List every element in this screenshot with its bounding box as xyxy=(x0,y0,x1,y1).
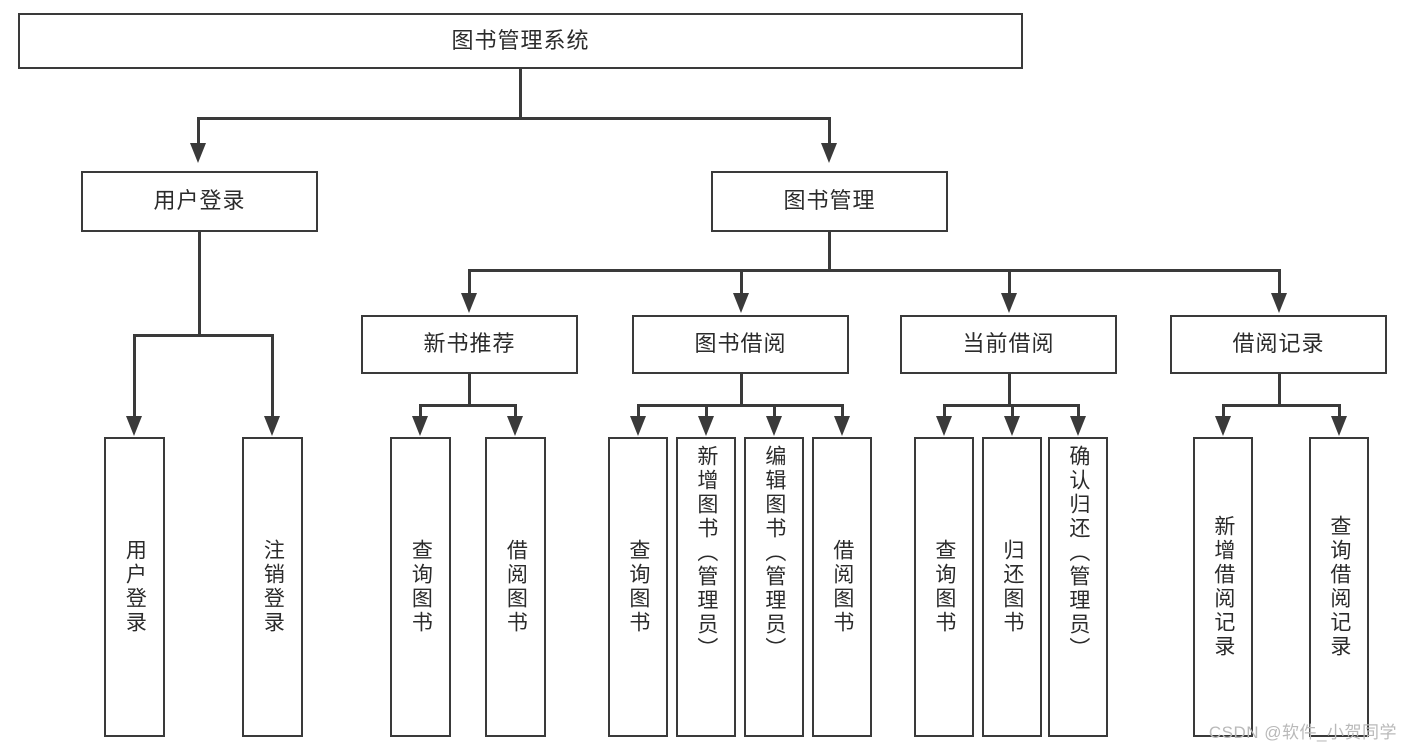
leaf-add-record[interactable]: 新增借阅记录 xyxy=(1193,437,1253,737)
edge-cb-bus xyxy=(943,404,1077,407)
leaf-query-book-2-label: 查询图书 xyxy=(626,539,650,635)
arrow-bb-leaf-3 xyxy=(766,416,782,436)
edge-user-login-drop-1 xyxy=(133,334,136,418)
leaf-query-book-3[interactable]: 查询图书 xyxy=(914,437,974,737)
node-new-book-recommend[interactable]: 新书推荐 xyxy=(361,315,578,374)
leaf-confirm-return-label: 确认归还（管理员） xyxy=(1066,445,1090,661)
edge-user-login-stem xyxy=(198,232,201,335)
watermark: CSDN @软件_小贺同学 xyxy=(1208,723,1397,742)
leaf-add-record-label: 新增借阅记录 xyxy=(1211,515,1235,659)
edge-book-management-stem xyxy=(828,232,831,271)
edge-br-drop-1 xyxy=(1222,404,1225,418)
arrow-root-to-book-management xyxy=(821,143,837,163)
node-current-borrow[interactable]: 当前借阅 xyxy=(900,315,1117,374)
leaf-borrow-book-2[interactable]: 借阅图书 xyxy=(812,437,872,737)
node-user-login-label: 用户登录 xyxy=(153,188,246,214)
edge-bm-drop-3 xyxy=(1008,269,1011,295)
node-new-book-recommend-label: 新书推荐 xyxy=(423,331,516,357)
edge-nbr-drop-2 xyxy=(514,404,517,418)
arrow-cb-leaf-3 xyxy=(1070,416,1086,436)
node-borrow-record[interactable]: 借阅记录 xyxy=(1170,315,1387,374)
leaf-edit-book-label: 编辑图书（管理员） xyxy=(762,445,786,661)
node-book-borrow[interactable]: 图书借阅 xyxy=(632,315,849,374)
edge-cb-drop-1 xyxy=(943,404,946,418)
edge-nbr-stem xyxy=(468,374,471,406)
edge-br-bus xyxy=(1222,404,1340,407)
arrow-nbr-leaf-2 xyxy=(507,416,523,436)
leaf-return-book[interactable]: 归还图书 xyxy=(982,437,1042,737)
leaf-confirm-return[interactable]: 确认归还（管理员） xyxy=(1048,437,1108,737)
node-book-borrow-label: 图书借阅 xyxy=(694,331,787,357)
leaf-user-logout-label: 注销登录 xyxy=(261,539,285,635)
leaf-query-record[interactable]: 查询借阅记录 xyxy=(1309,437,1369,737)
node-user-login[interactable]: 用户登录 xyxy=(81,171,318,232)
leaf-add-book-label: 新增图书（管理员） xyxy=(694,445,718,661)
arrow-nbr-leaf-1 xyxy=(412,416,428,436)
edge-cb-drop-2 xyxy=(1011,404,1014,418)
node-root-label: 图书管理系统 xyxy=(451,27,590,53)
leaf-query-book-1[interactable]: 查询图书 xyxy=(390,437,451,737)
leaf-user-logout[interactable]: 注销登录 xyxy=(242,437,303,737)
edge-nbr-drop-1 xyxy=(419,404,422,418)
edge-bb-drop-4 xyxy=(841,404,844,418)
arrow-user-login-leaf-1 xyxy=(126,416,142,436)
leaf-return-book-label: 归还图书 xyxy=(1000,539,1024,635)
edge-cb-drop-3 xyxy=(1077,404,1080,418)
edge-root-stem xyxy=(519,69,522,119)
leaf-query-book-2[interactable]: 查询图书 xyxy=(608,437,668,737)
edge-bb-drop-3 xyxy=(773,404,776,418)
edge-nbr-bus xyxy=(419,404,517,407)
arrow-cb-leaf-2 xyxy=(1004,416,1020,436)
node-borrow-record-label: 借阅记录 xyxy=(1232,331,1325,357)
arrow-bm-to-borrow-record xyxy=(1271,293,1287,313)
edge-bb-stem xyxy=(740,374,743,406)
leaf-user-login-label: 用户登录 xyxy=(123,539,147,635)
edge-bm-drop-1 xyxy=(468,269,471,295)
arrow-bm-to-new-book-recommend xyxy=(461,293,477,313)
edge-bb-drop-1 xyxy=(637,404,640,418)
leaf-user-login[interactable]: 用户登录 xyxy=(104,437,165,737)
arrow-br-leaf-2 xyxy=(1331,416,1347,436)
edge-book-management-bus xyxy=(468,269,1280,272)
arrow-cb-leaf-1 xyxy=(936,416,952,436)
edge-root-to-book-management xyxy=(828,117,831,145)
arrow-bm-to-current-borrow xyxy=(1001,293,1017,313)
edge-br-stem xyxy=(1278,374,1281,406)
leaf-query-record-label: 查询借阅记录 xyxy=(1327,515,1351,659)
leaf-borrow-book-1-label: 借阅图书 xyxy=(504,539,528,635)
arrow-bb-leaf-1 xyxy=(630,416,646,436)
node-current-borrow-label: 当前借阅 xyxy=(962,331,1055,357)
arrow-user-login-leaf-2 xyxy=(264,416,280,436)
node-root[interactable]: 图书管理系统 xyxy=(18,13,1023,69)
node-book-management-label: 图书管理 xyxy=(783,188,876,214)
edge-cb-stem xyxy=(1008,374,1011,406)
leaf-edit-book[interactable]: 编辑图书（管理员） xyxy=(744,437,804,737)
arrow-root-to-user-login xyxy=(190,143,206,163)
leaf-add-book[interactable]: 新增图书（管理员） xyxy=(676,437,736,737)
leaf-borrow-book-1[interactable]: 借阅图书 xyxy=(485,437,546,737)
leaf-borrow-book-2-label: 借阅图书 xyxy=(830,539,854,635)
edge-user-login-bus xyxy=(133,334,273,337)
arrow-br-leaf-1 xyxy=(1215,416,1231,436)
arrow-bb-leaf-2 xyxy=(698,416,714,436)
arrow-bb-leaf-4 xyxy=(834,416,850,436)
edge-bm-drop-4 xyxy=(1278,269,1281,295)
arrow-bm-to-book-borrow xyxy=(733,293,749,313)
edge-user-login-drop-2 xyxy=(271,334,274,418)
leaf-query-book-1-label: 查询图书 xyxy=(409,539,433,635)
edge-root-bus xyxy=(197,117,831,120)
node-book-management[interactable]: 图书管理 xyxy=(711,171,948,232)
edge-bb-bus xyxy=(637,404,843,407)
edge-root-to-user-login xyxy=(197,117,200,145)
edge-bm-drop-2 xyxy=(740,269,743,295)
edge-br-drop-2 xyxy=(1338,404,1341,418)
leaf-query-book-3-label: 查询图书 xyxy=(932,539,956,635)
edge-bb-drop-2 xyxy=(705,404,708,418)
